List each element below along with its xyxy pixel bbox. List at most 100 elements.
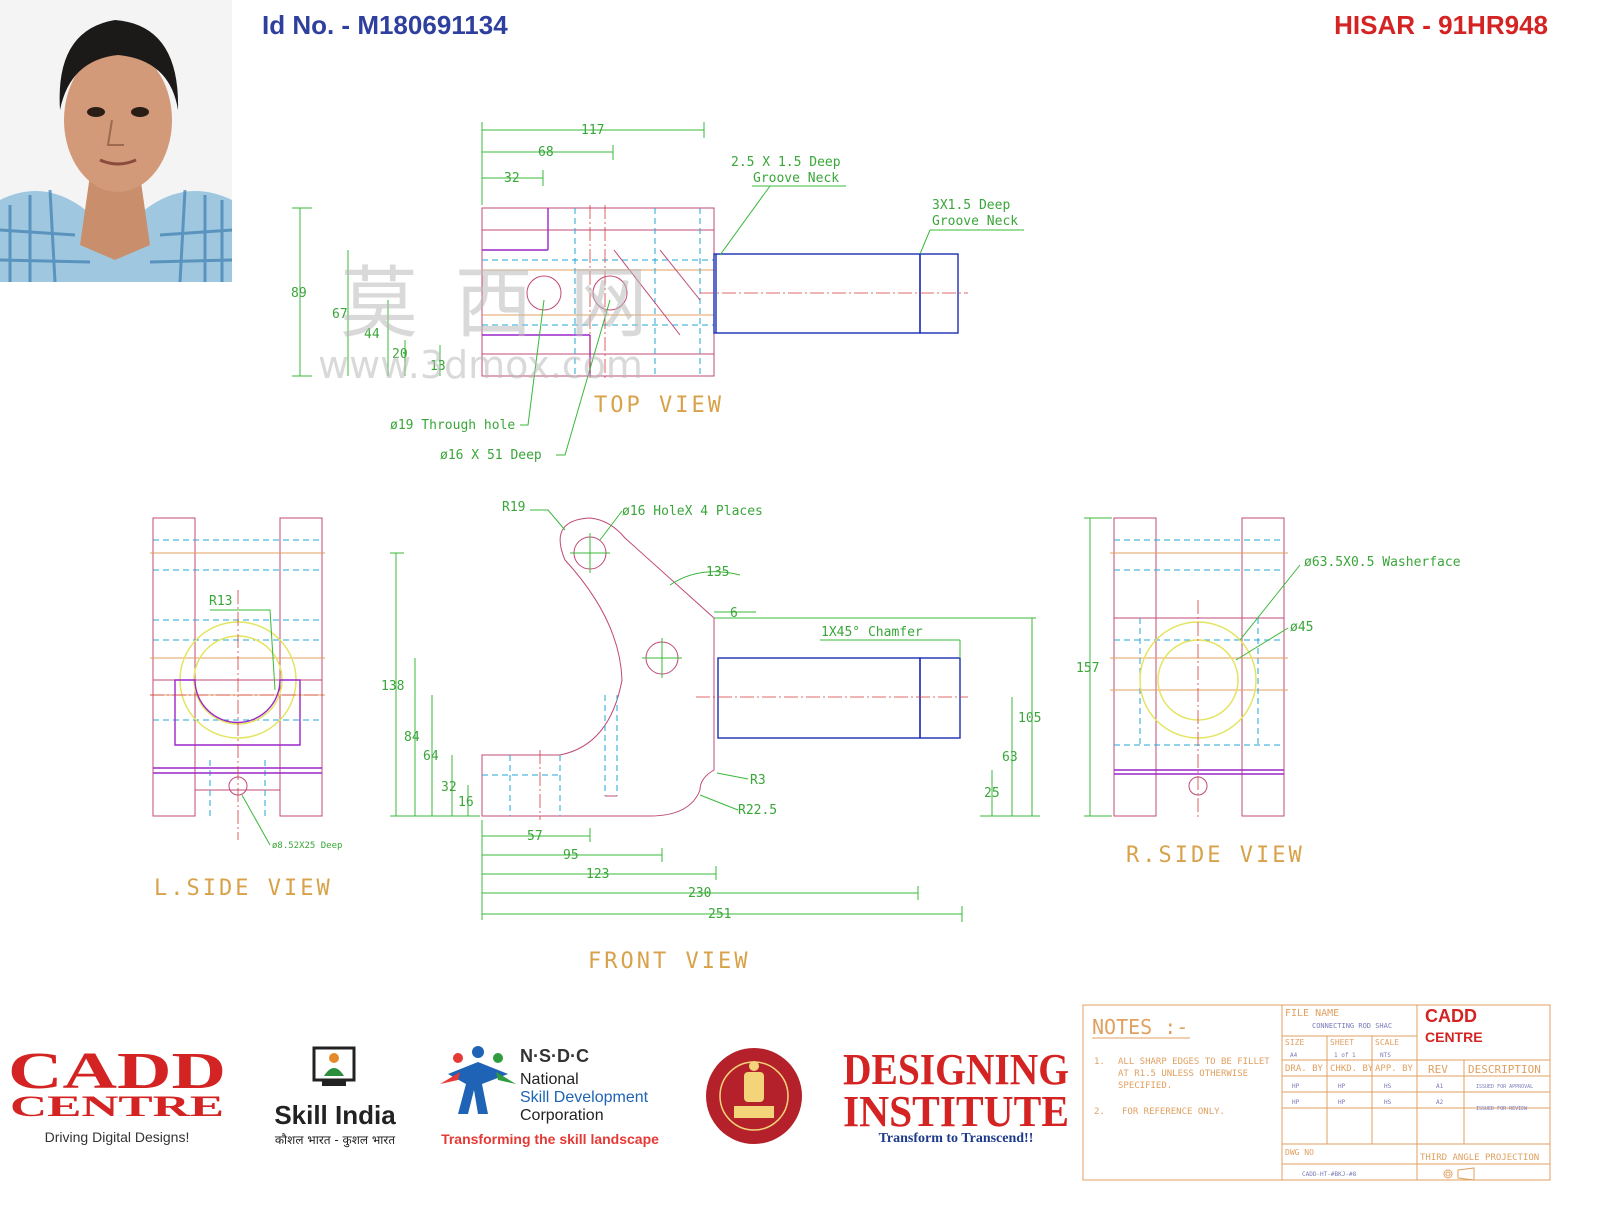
svg-text:www.3dmox.com: www.3dmox.com — [318, 343, 643, 387]
title-block: .tl{stroke:#e0a060;stroke-width:1;fill:n… — [1082, 1004, 1552, 1182]
dim-64: 64 — [423, 749, 439, 764]
note-groove-1b: Groove Neck — [753, 171, 839, 186]
dim-16: 16 — [458, 795, 474, 810]
dim-135: 135 — [706, 565, 729, 580]
dim-138: 138 — [381, 679, 404, 694]
dim-123: 123 — [586, 867, 609, 882]
note-holes: ø16 HoleX 4 Places — [622, 504, 763, 519]
note-groove-1a: 2.5 X 1.5 Deep — [731, 155, 841, 170]
top-view: 117 68 32 89 67 44 20 13 2.5 X 1.5 Deep … — [291, 122, 1024, 463]
left-side-view-title: L.SIDE VIEW — [154, 876, 333, 901]
svg-text:AT R1.5 UNLESS OTHERWISE: AT R1.5 UNLESS OTHERWISE — [1118, 1069, 1248, 1079]
dim-20: 20 — [392, 347, 408, 362]
svg-text:CADD-HT-#BKJ-#8: CADD-HT-#BKJ-#8 — [1302, 1171, 1357, 1178]
dim-r225: R22.5 — [738, 803, 777, 818]
svg-text:1.: 1. — [1094, 1057, 1105, 1067]
svg-text:ALL SHARP EDGES TO BE FILLET: ALL SHARP EDGES TO BE FILLET — [1118, 1057, 1270, 1067]
note-groove-2b: Groove Neck — [932, 214, 1018, 229]
svg-text:SPECIFIED.: SPECIFIED. — [1118, 1081, 1172, 1091]
svg-text:HP: HP — [1338, 1083, 1346, 1090]
svg-text:HP: HP — [1338, 1099, 1346, 1106]
svg-text:APP. BY: APP. BY — [1375, 1064, 1414, 1074]
id-number: Id No. - M180691134 — [262, 10, 508, 40]
svg-text:Transforming the skill landsca: Transforming the skill landscape — [441, 1131, 659, 1147]
svg-text:HP: HP — [1292, 1099, 1300, 1106]
svg-text:Skill India: Skill India — [274, 1100, 396, 1130]
front-view: 138 84 64 32 16 R19 ø16 HoleX 4 Places 1… — [381, 500, 1041, 974]
svg-text:CENTRE: CENTRE — [10, 1090, 224, 1123]
svg-text:2.: 2. — [1094, 1107, 1105, 1117]
dim-6: 6 — [730, 606, 738, 621]
svg-text:THIRD ANGLE PROJECTION: THIRD ANGLE PROJECTION — [1420, 1153, 1539, 1163]
svg-text:FOR REFERENCE ONLY.: FOR REFERENCE ONLY. — [1122, 1107, 1225, 1117]
svg-text:National: National — [520, 1071, 579, 1088]
svg-text:DWG NO: DWG NO — [1285, 1148, 1314, 1157]
svg-text:1 of 1: 1 of 1 — [1334, 1052, 1356, 1059]
svg-text:CONNECTING ROD SHAC: CONNECTING ROD SHAC — [1312, 1022, 1392, 1030]
dim-251: 251 — [708, 907, 731, 922]
title-block-cadd: CADD — [1425, 1006, 1477, 1026]
svg-text:DESIGNING: DESIGNING — [843, 1045, 1069, 1094]
dim-89: 89 — [291, 286, 307, 301]
dim-105: 105 — [1018, 711, 1041, 726]
svg-text:DRA. BY: DRA. BY — [1285, 1064, 1324, 1074]
svg-text:ISSUED FOR APPROVAL: ISSUED FOR APPROVAL — [1476, 1084, 1533, 1090]
dim-13: 13 — [430, 359, 446, 374]
nsdc-figures-icon — [440, 1046, 516, 1114]
svg-text:A1: A1 — [1436, 1083, 1444, 1090]
note-groove-2a: 3X1.5 Deep — [932, 198, 1010, 213]
student-photo — [0, 0, 232, 282]
designing-institute-logo: DESIGNING INSTITUTE Transform to Transce… — [842, 1044, 1072, 1152]
technical-drawing: .dt{font-family:"DejaVu Sans Mono",monos… — [150, 122, 1461, 974]
svg-text:INSTITUTE: INSTITUTE — [843, 1087, 1069, 1136]
svg-text:CHKD. BY: CHKD. BY — [1330, 1064, 1374, 1074]
svg-text:莫 西 网: 莫 西 网 — [340, 259, 654, 349]
svg-text:A4: A4 — [1290, 1052, 1298, 1059]
dim-95: 95 — [563, 848, 579, 863]
batch-code: HISAR - 91HR948 — [1334, 10, 1548, 40]
svg-text:Corporation: Corporation — [520, 1107, 604, 1124]
note-deep-hole: ø8.52X25 Deep — [272, 841, 342, 851]
dim-117: 117 — [581, 123, 604, 138]
svg-text:CENTRE: CENTRE — [1425, 1029, 1483, 1045]
dim-r3: R3 — [750, 773, 766, 788]
front-view-title: FRONT VIEW — [588, 949, 750, 974]
dim-32: 32 — [504, 171, 520, 186]
note-washerface: ø63.5X0.5 Washerface — [1304, 555, 1461, 570]
svg-text:A2: A2 — [1436, 1099, 1444, 1106]
dim-57: 57 — [527, 829, 543, 844]
note-hole-19: ø19 Through hole — [390, 418, 515, 433]
nsdc-logo: N·S·D·C National Skill Development Corpo… — [440, 1044, 660, 1152]
svg-text:SHEET: SHEET — [1330, 1038, 1354, 1047]
dim-45: ø45 — [1290, 620, 1313, 635]
svg-text:ISSUED FOR REVIEW: ISSUED FOR REVIEW — [1476, 1106, 1528, 1112]
dim-32f: 32 — [441, 780, 457, 795]
svg-text:कौशल भारत - कुशल भारत: कौशल भारत - कुशल भारत — [275, 1133, 396, 1148]
msme-seal-logo — [704, 1046, 804, 1146]
right-side-view: 157 ø63.5X0.5 Washerface ø45 R.SIDE VIEW — [1076, 517, 1461, 868]
cadd-centre-logo: CADD CENTRE Driving Digital Designs! — [4, 1043, 230, 1154]
left-side-view: R13 ø8.52X25 Deep L.SIDE VIEW — [150, 517, 342, 901]
dim-67: 67 — [332, 307, 348, 322]
svg-text:HS: HS — [1384, 1083, 1392, 1090]
svg-text:Driving Digital Designs!: Driving Digital Designs! — [45, 1129, 190, 1145]
svg-text:Transform to Transcend!!: Transform to Transcend!! — [879, 1131, 1034, 1146]
svg-text:CADD: CADD — [8, 1044, 226, 1100]
svg-text:DESCRIPTION: DESCRIPTION — [1468, 1063, 1541, 1076]
notes-title: NOTES :- — [1092, 1015, 1188, 1039]
projection-symbol-icon — [1443, 1167, 1475, 1181]
dim-r19: R19 — [502, 500, 525, 515]
watermark: 莫 西 网 www.3dmox.com — [318, 259, 654, 387]
svg-text:REV: REV — [1428, 1063, 1448, 1076]
top-view-title: TOP VIEW — [594, 393, 724, 418]
dim-68: 68 — [538, 145, 554, 160]
dim-63: 63 — [1002, 750, 1018, 765]
dim-44: 44 — [364, 327, 380, 342]
right-side-view-title: R.SIDE VIEW — [1126, 843, 1305, 868]
svg-text:N·S·D·C: N·S·D·C — [520, 1046, 589, 1066]
svg-text:HS: HS — [1384, 1099, 1392, 1106]
dim-84: 84 — [404, 730, 420, 745]
svg-text:HP: HP — [1292, 1083, 1300, 1090]
note-chamfer: 1X45° Chamfer — [821, 625, 923, 640]
svg-text:Skill Development: Skill Development — [520, 1089, 649, 1106]
